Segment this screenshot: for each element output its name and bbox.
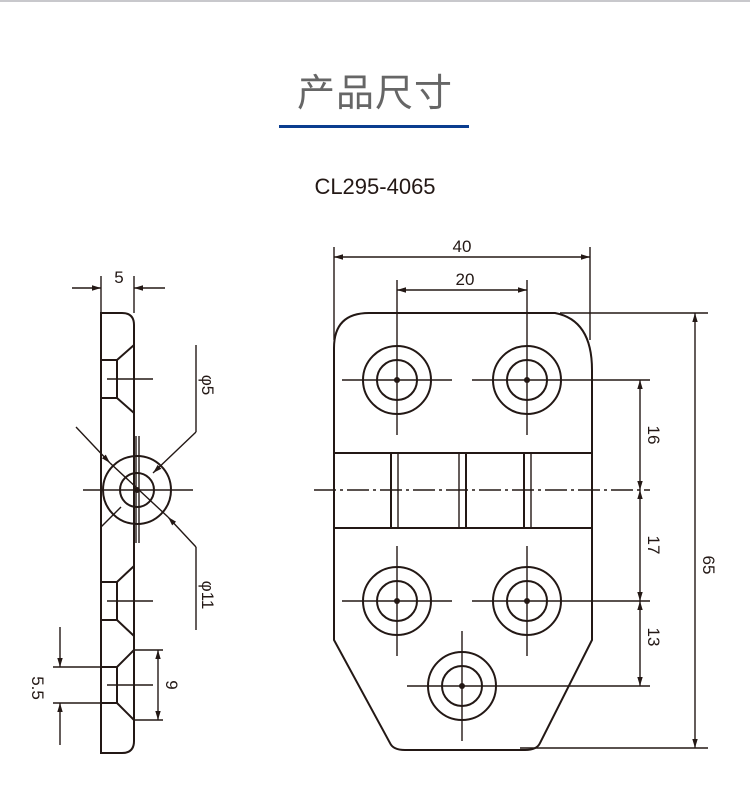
side-view: 5 φ5 φ11 5.5 9 — [28, 268, 217, 754]
hole — [407, 631, 650, 741]
thickness-label: 5 — [114, 268, 123, 287]
hole — [472, 325, 650, 435]
hole — [472, 546, 650, 656]
spacing-3-label: 13 — [644, 628, 663, 647]
top-border — [0, 0, 750, 2]
front-view: 40 20 16 17 13 65 — [314, 237, 718, 751]
spacing-1-label: 16 — [644, 426, 663, 445]
hole — [342, 546, 452, 656]
hole-diameter-label: φ5 — [198, 375, 217, 395]
countersink-height-label: 9 — [162, 680, 181, 689]
countersink-diameter-label: φ11 — [198, 581, 217, 610]
hole — [342, 325, 452, 435]
width-label: 40 — [453, 237, 472, 256]
hole-spacing-x-label: 20 — [456, 270, 475, 289]
spacing-2-label: 17 — [644, 536, 663, 555]
title-underline — [279, 125, 469, 128]
page-title: 产品尺寸 — [296, 71, 453, 115]
model-number: CL295-4065 — [314, 174, 436, 199]
hole-depth-label: 5.5 — [28, 676, 47, 700]
height-label: 65 — [699, 556, 718, 575]
